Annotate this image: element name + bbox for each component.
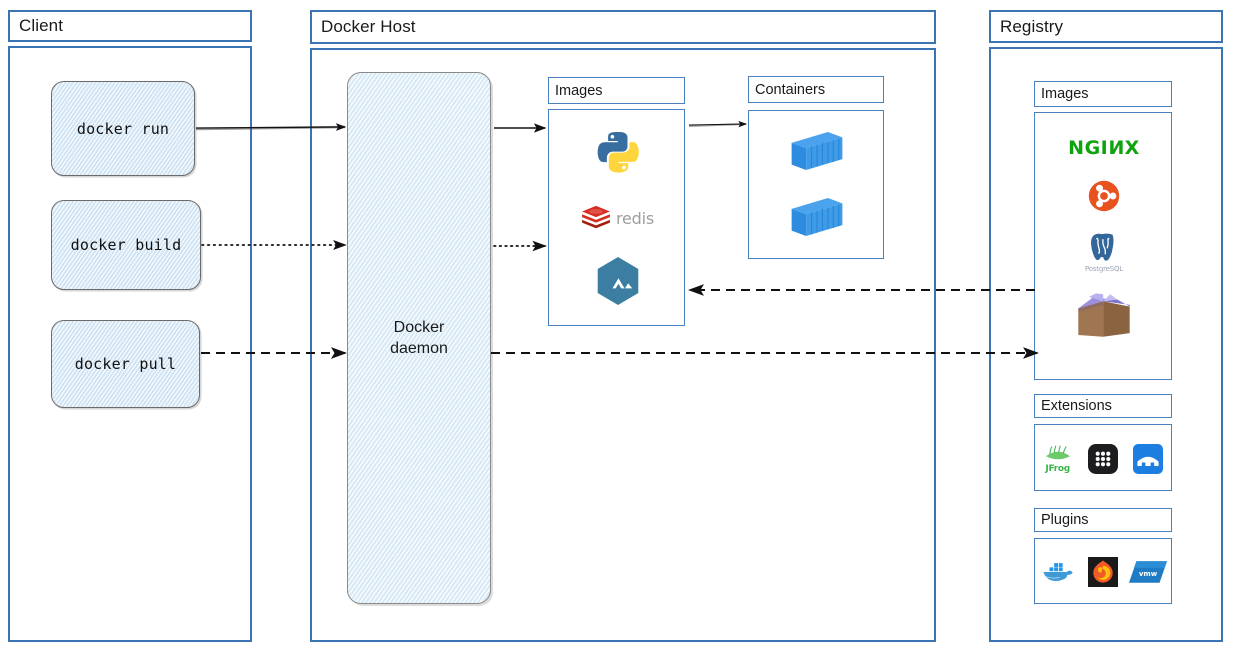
- host-images-title: Images: [548, 77, 685, 104]
- nginx-wordmark: NGINX: [1068, 137, 1140, 159]
- postgresql-wordmark: PostgreSQL: [1085, 264, 1123, 273]
- registry-images-body: NGINX PostgreSQL: [1034, 112, 1172, 380]
- command-box-docker-pull[interactable]: docker pull: [51, 320, 200, 408]
- ubuntu-logo: [1035, 178, 1173, 214]
- grafana-logo: [1083, 557, 1123, 587]
- container-box-1: [749, 123, 885, 178]
- docker-daemon-line1: Docker: [393, 318, 445, 336]
- grid-app-logo-svg: [1087, 444, 1118, 474]
- nginx-logo: NGINX: [1035, 133, 1173, 163]
- ubuntu-logo-svg: [1088, 180, 1120, 212]
- host-containers-title: Containers: [748, 76, 884, 103]
- plugins-icon-row: vmw: [1035, 551, 1171, 593]
- client-group-title: Client: [8, 10, 252, 42]
- host-images-body: redis: [548, 109, 685, 326]
- container-box-2-svg: [791, 197, 843, 236]
- redis-logo: redis: [549, 198, 686, 238]
- docker-whale-logo: [1038, 559, 1078, 585]
- docker-daemon-box[interactable]: Docker daemon: [347, 72, 491, 604]
- redis-wordmark: redis: [615, 208, 654, 228]
- python-logo-svg: [597, 131, 639, 173]
- registry-plugins-title: Plugins: [1034, 508, 1172, 532]
- grafana-logo-svg: [1087, 557, 1118, 587]
- grid-app-logo: [1083, 444, 1123, 474]
- container-box-2: [749, 189, 885, 244]
- host-containers-title-label: Containers: [755, 81, 826, 98]
- registry-plugins-body: vmw: [1034, 538, 1172, 604]
- portainer-logo: [1128, 444, 1168, 474]
- registry-extensions-title-label: Extensions: [1041, 398, 1112, 414]
- redis-logo-svg: [582, 205, 610, 229]
- docker-host-group-title: Docker Host: [310, 10, 936, 44]
- docker-daemon-label: Docker daemon: [390, 317, 448, 359]
- postgresql-logo: PostgreSQL: [1035, 225, 1173, 277]
- alpine-logo: [549, 252, 686, 310]
- registry-images-title-label: Images: [1041, 86, 1089, 102]
- vmware-logo: vmw: [1128, 559, 1168, 585]
- command-box-docker-build[interactable]: docker build: [51, 200, 201, 290]
- svg-text:vmw: vmw: [1139, 569, 1158, 578]
- alpine-logo-svg: [597, 257, 638, 305]
- docker-host-title-label: Docker Host: [321, 17, 416, 36]
- command-box-docker-run[interactable]: docker run: [51, 81, 195, 176]
- package-box-logo: [1035, 288, 1173, 350]
- registry-group-title: Registry: [989, 10, 1223, 43]
- registry-extensions-title: Extensions: [1034, 394, 1172, 418]
- container-box-1-svg: [791, 131, 843, 170]
- docker-build-label: docker build: [70, 236, 182, 254]
- docker-pull-label: docker pull: [74, 355, 177, 373]
- jfrog-wordmark: JFrog: [1045, 464, 1070, 474]
- vmware-logo-svg: vmw: [1129, 561, 1168, 583]
- extensions-icon-row: JFrog: [1035, 439, 1171, 479]
- docker-run-label: docker run: [76, 119, 170, 138]
- registry-extensions-body: JFrog: [1034, 424, 1172, 491]
- registry-images-title: Images: [1034, 81, 1172, 107]
- registry-plugins-title-label: Plugins: [1041, 512, 1089, 528]
- jfrog-logo-svg: [1045, 445, 1070, 460]
- docker-whale-logo-svg: [1042, 563, 1073, 582]
- host-images-title-label: Images: [555, 82, 603, 99]
- client-title-label: Client: [19, 16, 64, 35]
- jfrog-logo: JFrog: [1038, 444, 1078, 474]
- registry-title-label: Registry: [1000, 16, 1064, 36]
- python-logo: [549, 122, 686, 182]
- postgresql-logo-svg: [1091, 233, 1114, 261]
- docker-daemon-line2: daemon: [390, 340, 448, 357]
- package-box-logo-svg: [1078, 293, 1130, 337]
- portainer-logo-svg: [1133, 444, 1164, 474]
- host-containers-body: [748, 110, 884, 259]
